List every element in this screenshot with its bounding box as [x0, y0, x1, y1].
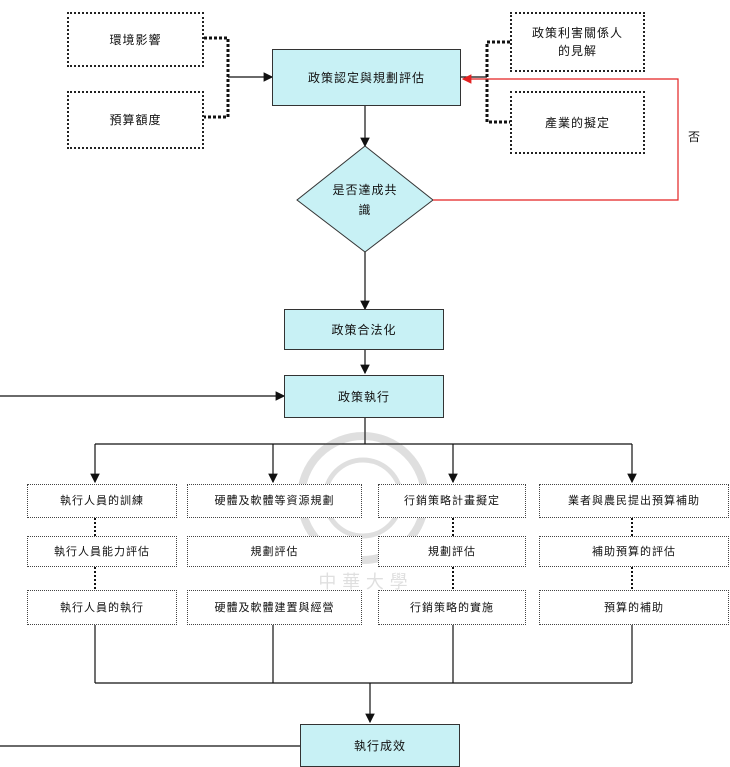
col3-item-1: 行銷策略計畫擬定	[378, 484, 526, 518]
stakeholders-box: 政策利害關係人的見解	[510, 12, 645, 72]
col1-item-3: 執行人員的執行	[27, 590, 177, 625]
consensus-decision-label: 是否達成共識	[332, 183, 398, 217]
col4-item-1: 業者與農民提出預算補助	[539, 484, 729, 518]
column-dotted-links	[94, 518, 633, 590]
col3-item-2: 規劃評估	[378, 536, 526, 567]
col4-item-3: 預算的補助	[539, 590, 729, 625]
industry-box: 產業的擬定	[510, 91, 645, 154]
col4-item-2: 補助預算的評估	[539, 536, 729, 567]
svg-text:中 華 大 學: 中 華 大 學	[318, 572, 407, 593]
col3-item-3: 行銷策略的實施	[378, 590, 526, 625]
policy-evaluation-box: 政策認定與規劃評估	[272, 49, 461, 106]
right-bracket	[485, 40, 510, 124]
env-impact-box: 環境影響	[67, 12, 204, 67]
col2-item-1: 硬體及軟體等資源規劃	[187, 484, 362, 518]
policy-execute-box: 政策執行	[284, 375, 444, 418]
left-bracket	[204, 36, 230, 119]
policy-legalize-box: 政策合法化	[284, 309, 444, 350]
budget-box: 預算額度	[67, 91, 204, 149]
col1-item-2: 執行人員能力評估	[27, 536, 177, 567]
execution-result-box: 執行成效	[300, 724, 460, 767]
feedback-line	[433, 74, 679, 201]
col1-item-1: 執行人員的訓練	[27, 484, 177, 518]
merge-lines	[94, 625, 633, 684]
feedback-no-label: 否	[688, 130, 701, 144]
col2-item-2: 規劃評估	[187, 536, 362, 567]
col2-item-3: 硬體及軟體建置與經營	[187, 590, 362, 625]
